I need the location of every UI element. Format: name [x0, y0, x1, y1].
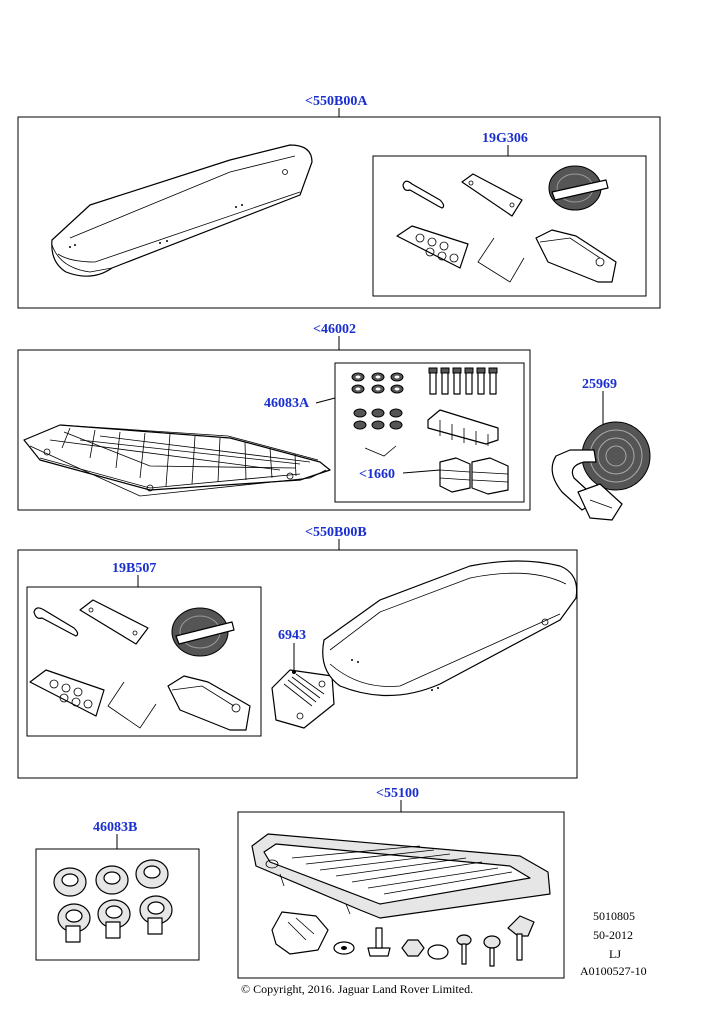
callout-46083a[interactable]: 46083A — [264, 396, 310, 411]
roof-rack-illustration[interactable] — [251, 833, 551, 919]
section-roof-rack: <55100 — [237, 786, 565, 979]
frame-19g306 — [372, 155, 647, 297]
kit-46083b-knobs[interactable] — [53, 859, 173, 943]
callout-46002[interactable]: <46002 — [313, 322, 356, 337]
section-roof-box-a: <550B00A 19G306 — [17, 94, 661, 309]
rack-fittings[interactable] — [271, 911, 535, 967]
section-roof-basket: <46002 46083A — [17, 322, 651, 521]
kit-46083a-parts[interactable] — [351, 367, 499, 457]
frame-box-a — [17, 116, 661, 309]
bracket-6943-illustration[interactable] — [271, 669, 335, 729]
callout-55100[interactable]: <55100 — [376, 786, 419, 801]
kit-19b507-parts[interactable] — [29, 599, 251, 731]
kit-1660-pads[interactable] — [439, 457, 509, 495]
strap-25969-illustration[interactable] — [551, 421, 651, 521]
drawing-reference: 5010805 50-2012 LJ A0100527-10 — [580, 909, 647, 978]
callout-19b507[interactable]: 19B507 — [112, 561, 156, 576]
callout-19g306[interactable]: 19G306 — [482, 131, 528, 146]
roof-box-b-illustration[interactable] — [322, 560, 578, 697]
callout-6943[interactable]: 6943 — [278, 628, 306, 643]
section-46083b: 46083B — [35, 820, 200, 961]
kit-19g306-parts[interactable] — [396, 165, 617, 283]
ref-illustration-id: A0100527-10 — [580, 964, 647, 978]
ref-number: 5010805 — [593, 909, 635, 923]
frame-19b507 — [26, 586, 262, 737]
roof-basket-illustration[interactable] — [23, 424, 331, 497]
ref-date: 50-2012 — [593, 928, 633, 942]
callout-550b00b[interactable]: <550B00B — [305, 525, 367, 540]
callout-550b00a[interactable]: <550B00A — [305, 94, 368, 109]
callout-46083b[interactable]: 46083B — [93, 820, 137, 835]
ref-code: LJ — [609, 947, 621, 961]
section-roof-box-b: <550B00B 19B507 6943 — [17, 525, 578, 779]
callout-1660[interactable]: <1660 — [359, 467, 395, 482]
roof-box-a-illustration[interactable] — [51, 144, 313, 277]
frame-46083a — [334, 362, 525, 503]
frame-46083b — [35, 848, 200, 961]
frame-box-b — [17, 549, 578, 779]
callout-25969[interactable]: 25969 — [582, 377, 617, 392]
frame-46002 — [17, 349, 531, 511]
frame-55100 — [237, 811, 565, 979]
copyright-notice: © Copyright, 2016. Jaguar Land Rover Lim… — [241, 982, 473, 996]
